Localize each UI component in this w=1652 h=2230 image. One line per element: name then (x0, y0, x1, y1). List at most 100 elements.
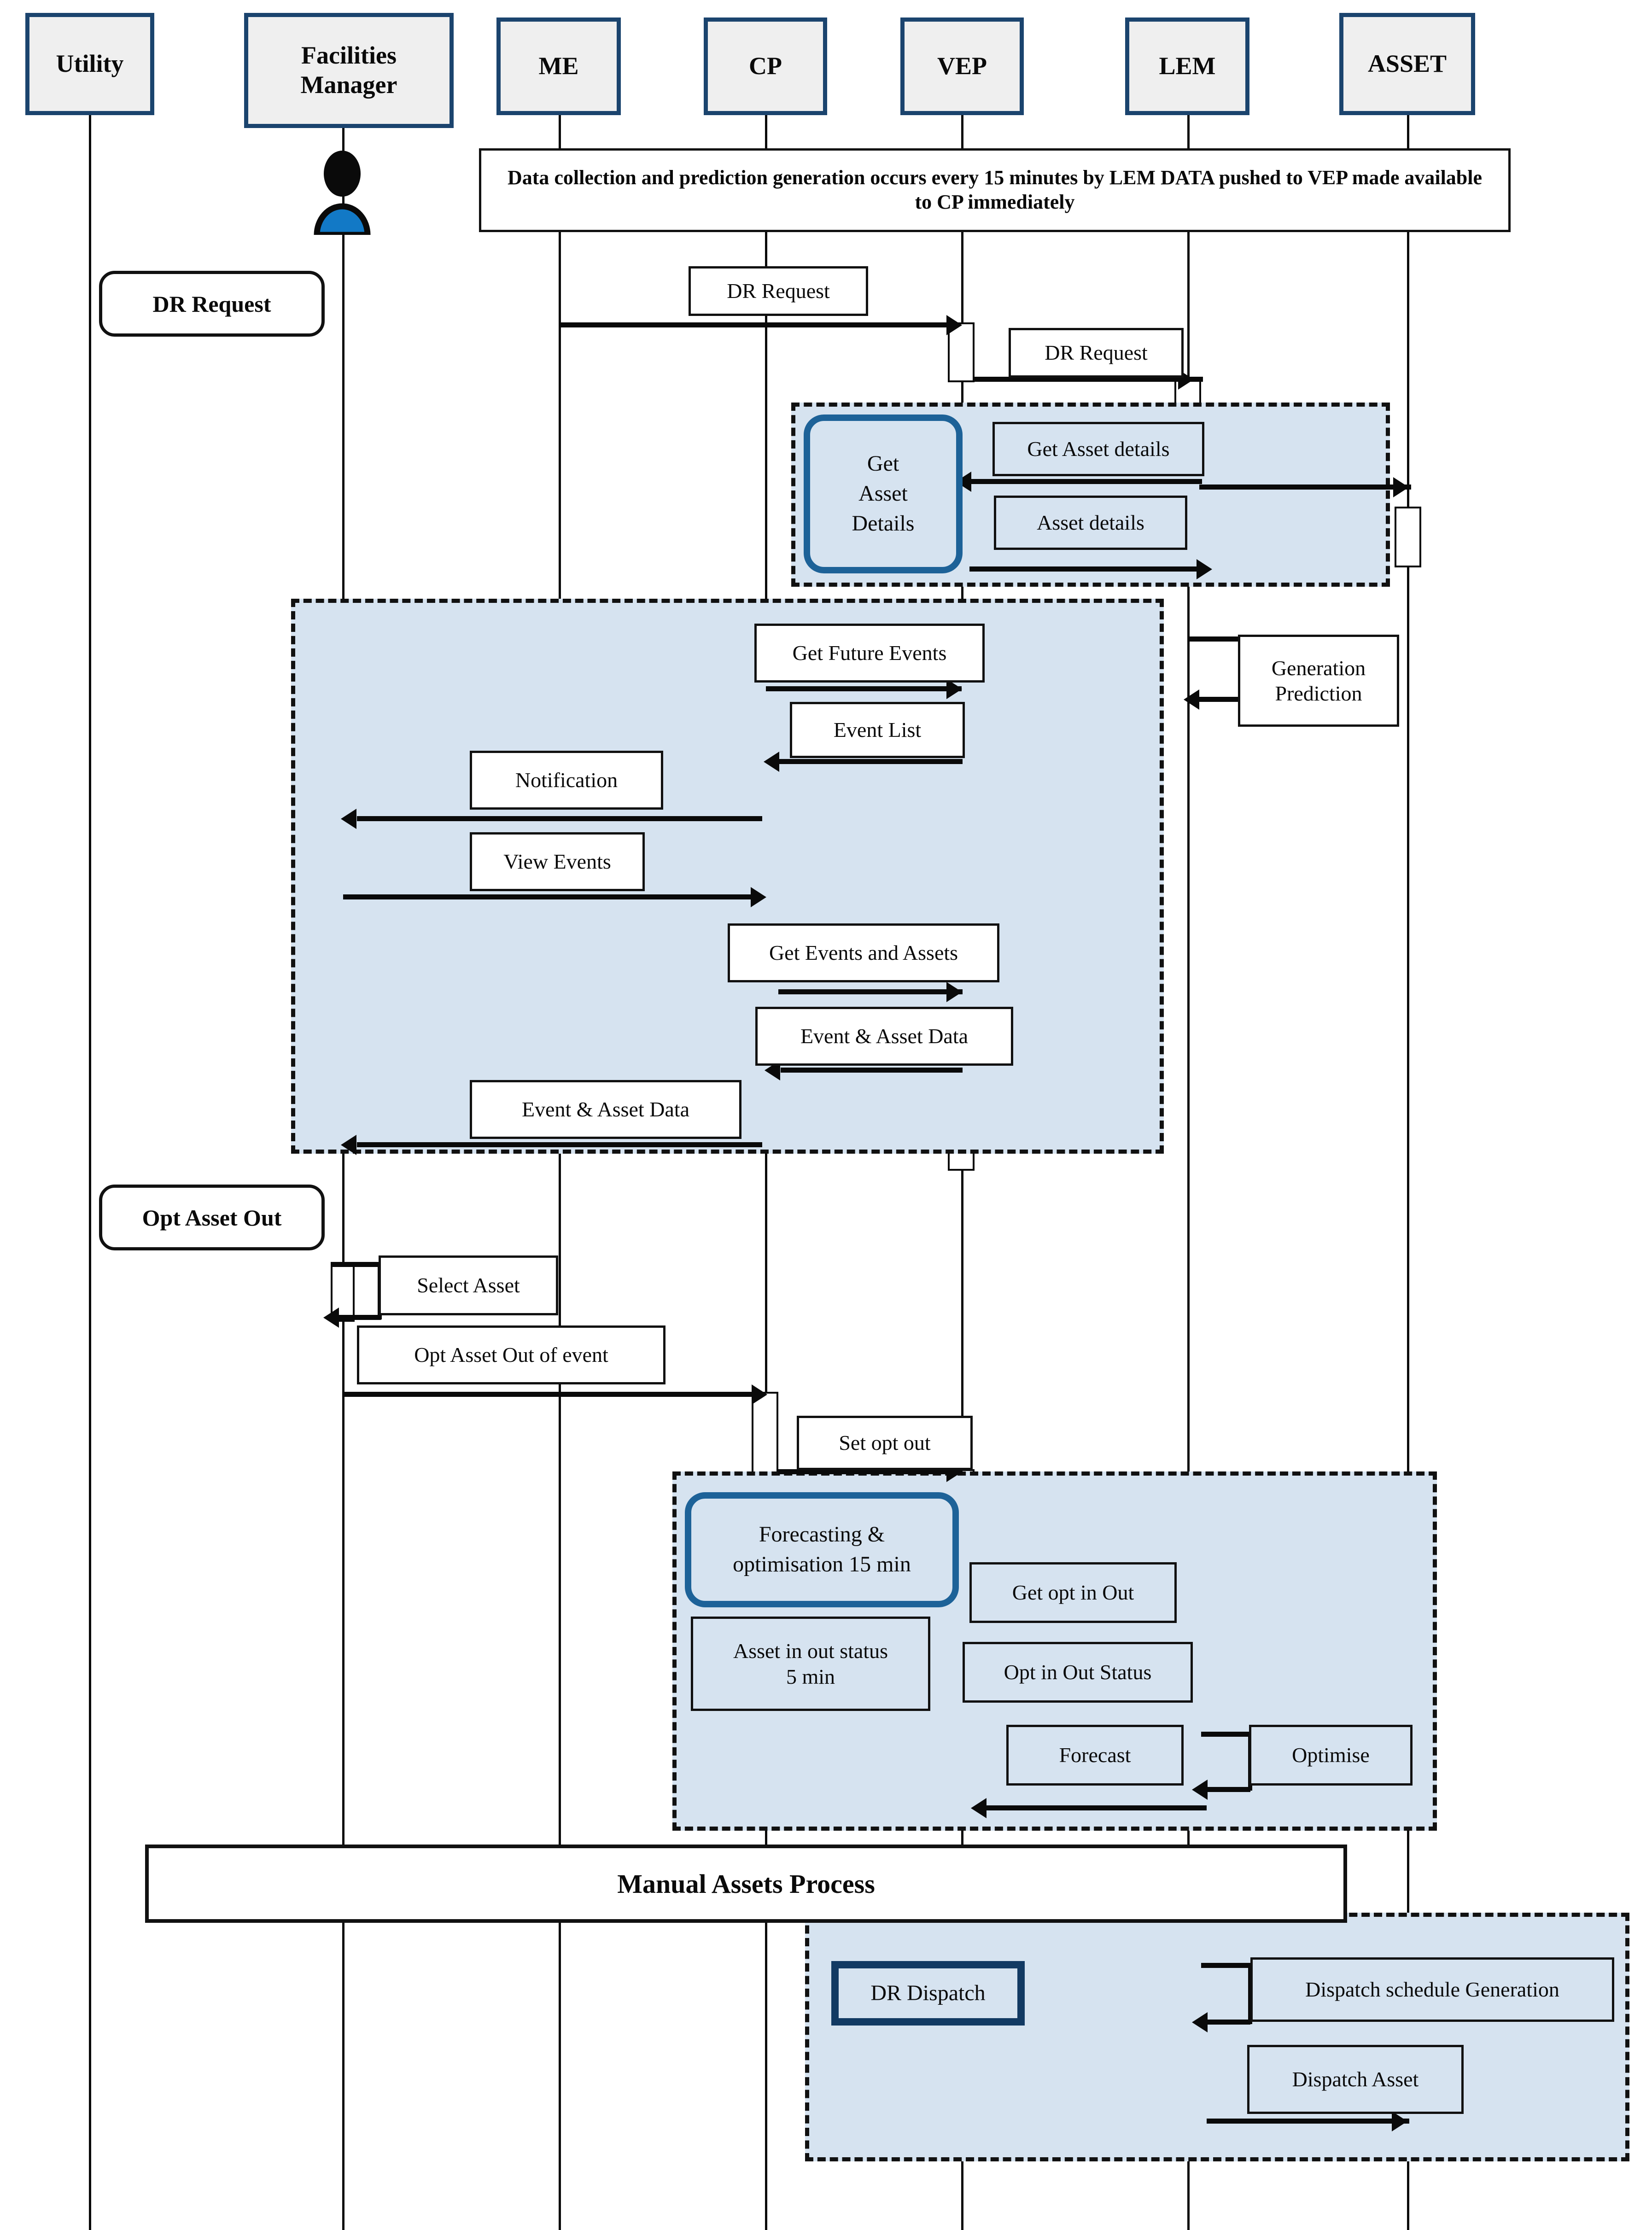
lifeline-me (559, 115, 561, 2230)
highlight-dr-dispatch[interactable]: DR Dispatch (831, 1961, 1025, 2026)
message-arrow-get-future-events (766, 686, 962, 691)
participant-header-vep[interactable]: VEP (900, 18, 1024, 115)
self-top-dispatch-schedule (1201, 1963, 1252, 1968)
arrowhead-left (341, 1135, 356, 1155)
message-text: Set opt out (839, 1431, 931, 1455)
participant-label-lem: LEM (1159, 52, 1216, 80)
message-label-get-events-and-assets: Get Events and Assets (728, 923, 999, 982)
message-label-get-future-events: Get Future Events (754, 624, 985, 683)
self-top-generation-prediction (1187, 636, 1243, 642)
message-arrow-notification (357, 816, 762, 821)
message-label-get-opt-in-out: Get opt in Out (969, 1562, 1177, 1623)
fragment-label-opt-asset-out-text: Opt Asset Out (142, 1204, 282, 1231)
message-text: DR Request (1045, 341, 1148, 365)
participant-header-facilities-manager[interactable]: Facilities Manager (244, 13, 454, 128)
banner-manual-assets-process-text: Manual Assets Process (617, 1868, 875, 1899)
message-label-dr-request-vep-lem: DR Request (1009, 328, 1184, 378)
message-arrow-opt-asset-out-of-event (343, 1392, 755, 1397)
participant-label-cp: CP (749, 52, 782, 80)
message-label-get-asset-details: Get Asset details (992, 422, 1204, 476)
message-arrow-dispatch-asset (1207, 2119, 1409, 2124)
message-label-opt-in-out-status: Opt in Out Status (963, 1642, 1193, 1703)
participant-label-utility: Utility (56, 50, 124, 78)
self-bottom-select-asset (339, 1315, 381, 1320)
message-arrow-asset-details (969, 479, 1202, 484)
fragment-events-and-assets (291, 599, 1164, 1154)
message-text: Event & Asset Data (800, 1024, 969, 1048)
message-arrow-dr-request-me-vep (560, 322, 951, 327)
arrowhead-right (751, 887, 766, 907)
message-text: Dispatch Asset (1292, 2067, 1419, 2091)
message-arrow-forecast (986, 1805, 1207, 1810)
message-arrow-view-events (343, 894, 755, 899)
self-top-select-asset (331, 1262, 381, 1267)
message-label-dr-request-me-vep: DR Request (689, 266, 868, 316)
participant-header-me[interactable]: ME (496, 18, 621, 115)
message-text: Opt Asset Out of event (414, 1343, 608, 1367)
message-text: Select Asset (417, 1273, 520, 1297)
message-label-notification: Notification (470, 751, 663, 810)
message-label-event-asset-data-vep-cp: Event & Asset Data (755, 1007, 1013, 1066)
arrowhead-right (1392, 2111, 1407, 2131)
participant-label-me: ME (538, 52, 579, 80)
arrowhead-left (1192, 2012, 1208, 2032)
arrowhead-left (764, 752, 779, 772)
message-text: DR Request (727, 279, 830, 303)
message-text: Dispatch schedule Generation (1305, 1978, 1559, 2002)
arrowhead-right (1197, 559, 1212, 579)
activation-asset-1 (1395, 507, 1421, 567)
actor-icon-facilities-manager (312, 150, 372, 238)
arrowhead-left (341, 809, 356, 829)
lifeline-utility (89, 115, 91, 2230)
self-bottom-optimise (1207, 1787, 1250, 1792)
highlight-dr-dispatch-text: DR Dispatch (870, 1980, 986, 2005)
message-text: Opt in Out Status (1004, 1660, 1152, 1684)
fragment-label-dr-request[interactable]: DR Request (99, 271, 325, 337)
highlight-forecasting-optimisation[interactable]: Forecasting &optimisation 15 min (685, 1492, 959, 1607)
message-text: Event & Asset Data (521, 1097, 690, 1121)
message-arrow-get-events-and-assets (778, 989, 963, 994)
arrowhead-right (946, 982, 962, 1002)
self-bottom-generation-prediction (1197, 697, 1243, 702)
message-label-forecast: Forecast (1006, 1725, 1184, 1786)
participant-header-lem[interactable]: LEM (1125, 18, 1249, 115)
self-top-optimise (1201, 1732, 1252, 1737)
message-label-set-opt-out: Set opt out (797, 1416, 973, 1470)
self-bottom-dispatch-schedule (1207, 2020, 1250, 2025)
message-label-dispatch-asset: Dispatch Asset (1247, 2045, 1464, 2114)
message-label-event-asset-data-cp-fm: Event & Asset Data (470, 1080, 741, 1139)
fragment-label-opt-asset-out[interactable]: Opt Asset Out (99, 1185, 325, 1250)
message-arrow-get-asset-details (1199, 485, 1411, 490)
message-text: Notification (515, 768, 618, 792)
banner-manual-assets-process[interactable]: Manual Assets Process (145, 1845, 1347, 1923)
message-arrow-set-opt-out (778, 1469, 963, 1474)
message-text: Get Asset details (1027, 437, 1170, 461)
lifeline-asset (1407, 115, 1409, 2230)
self-side-dispatch-schedule (1248, 1963, 1252, 2024)
note-data-collection: Data collection and prediction generatio… (479, 148, 1511, 232)
message-label-generation-prediction: Generation Prediction (1238, 635, 1399, 727)
fragment-dr-dispatch (805, 1913, 1629, 2161)
lifeline-cp (765, 115, 767, 2230)
participant-label-vep: VEP (937, 52, 987, 80)
message-label-event-list: Event List (790, 702, 965, 758)
participant-header-utility[interactable]: Utility (25, 13, 154, 115)
message-arrow-event-asset-data-vep-cp (781, 1068, 963, 1073)
participant-header-cp[interactable]: CP (704, 18, 827, 115)
participant-header-asset[interactable]: ASSET (1339, 13, 1475, 115)
participant-label-facilities-manager: Facilities Manager (300, 41, 397, 99)
message-arrow-dr-request-vep-lem (973, 377, 1203, 382)
message-text: Event List (833, 718, 922, 742)
message-arrow-asset-details-return (969, 566, 1200, 572)
lifeline-vep (961, 115, 963, 2230)
arrowhead-left (1184, 689, 1199, 710)
lifeline-facilities-manager (342, 115, 344, 2230)
message-text: Get opt in Out (1012, 1581, 1134, 1605)
message-arrow-event-list (778, 759, 963, 764)
message-text: Optimise (1292, 1743, 1370, 1767)
arrowhead-left (1192, 1780, 1208, 1800)
